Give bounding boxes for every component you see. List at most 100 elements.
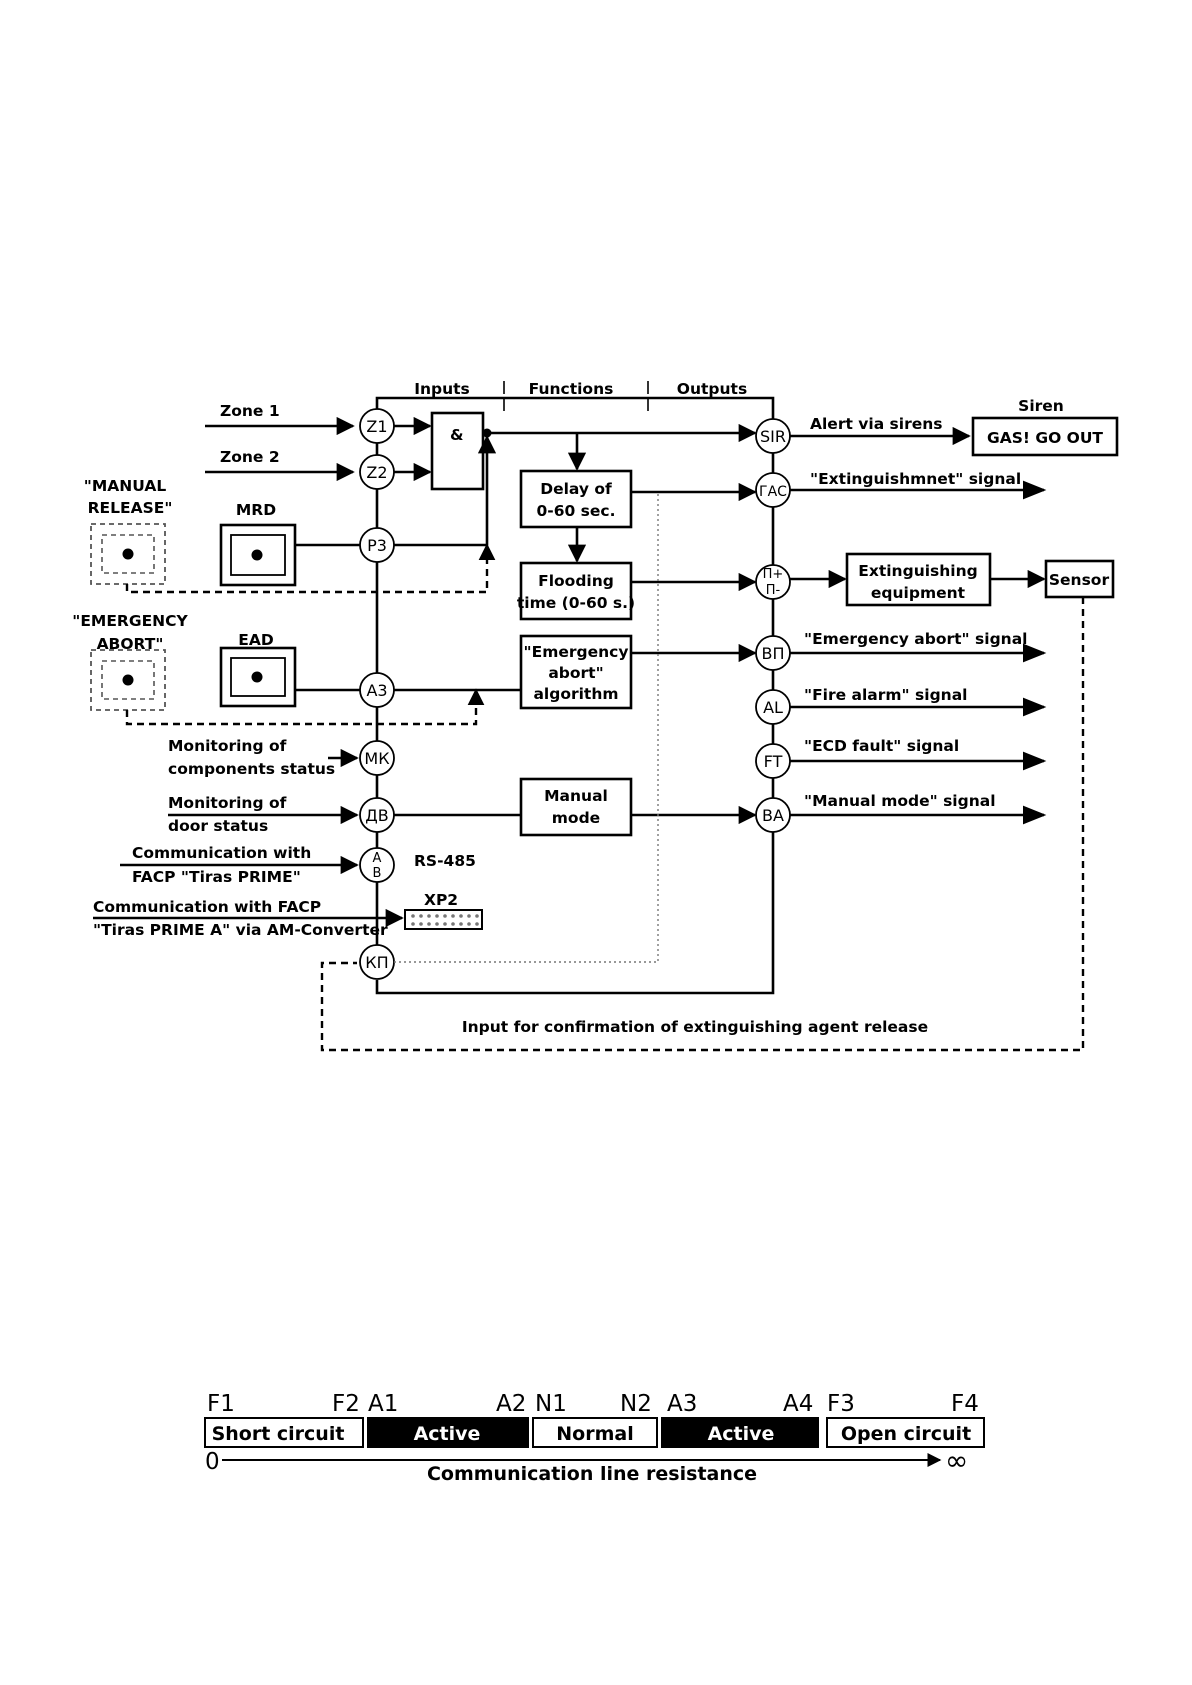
rs485-label: RS-485 [414, 852, 476, 870]
alert-sirens-label: Alert via sirens [810, 415, 943, 433]
mrd-label: MRD [236, 501, 276, 519]
extinguishment-signal-label: "Extinguishmnet" signal [810, 470, 1021, 488]
block-diagram: Inputs Functions Outputs Zone 1 Zone 2 "… [72, 380, 1119, 1052]
flooding-box [519, 561, 633, 621]
node-b-label: В [373, 866, 382, 881]
comm-tiras-prime-label-2: FACP "Tiras PRIME" [132, 868, 301, 886]
header-functions: Functions [529, 380, 614, 398]
axis-label: Communication line resistance [427, 1463, 757, 1485]
emergency-algorithm-box [519, 634, 633, 710]
node-a3-label: А3 [366, 681, 387, 700]
fire-alarm-signal-label: "Fire alarm" signal [804, 686, 967, 704]
manual-mode-label-1: Manual [544, 787, 608, 805]
node-dv-label: ДВ [365, 806, 388, 825]
input-nodes: Z1 Z2 Р3 А3 МК ДВ А В КП [359, 408, 395, 980]
node-vp-label: ВП [761, 644, 784, 663]
zone2-label: Zone 2 [220, 448, 280, 466]
emergency-algorithm-label-1: "Emergency [524, 643, 629, 661]
node-gas-label: ГАС [759, 484, 787, 500]
axis-start: 0 [205, 1449, 220, 1475]
marker-a1: A1 [368, 1391, 398, 1417]
node-ab [359, 847, 395, 883]
segment-short-circuit [204, 1417, 364, 1448]
manual-release-label-1: "MANUAL [84, 477, 167, 495]
segment-active-high-label: Active [708, 1423, 775, 1445]
node-kp-label: КП [365, 953, 388, 972]
delay-label-1: Delay of [540, 480, 612, 498]
marker-f1: F1 [207, 1391, 235, 1417]
segment-open-circuit-label: Open circuit [841, 1423, 971, 1445]
marker-n1: N1 [535, 1391, 567, 1417]
marker-f2: F2 [332, 1391, 360, 1417]
siren-box-label: GAS! GO OUT [987, 429, 1103, 447]
ecd-fault-signal-label: "ECD fault" signal [804, 737, 959, 755]
segment-short-circuit-label: Short circuit [212, 1423, 345, 1445]
flooding-label-1: Flooding [538, 572, 614, 590]
manual-mode-signal-label: "Manual mode" signal [804, 792, 996, 810]
node-p3-label: Р3 [367, 536, 387, 555]
manual-mode-label-2: mode [552, 809, 600, 827]
node-mk-label: МК [364, 749, 390, 768]
resistance-scale: F1 F2 A1 A2 N1 N2 A3 A4 F3 F4 Short circ… [204, 1391, 985, 1485]
segment-normal-label: Normal [556, 1423, 633, 1445]
extinguishing-equipment-label-2: equipment [871, 584, 966, 602]
sensor-label: Sensor [1049, 571, 1110, 589]
emergency-algorithm-label-2: abort" [548, 664, 603, 682]
segment-active-low [367, 1417, 529, 1448]
confirmation-input-label: Input for confirmation of extinguishing … [462, 1018, 928, 1036]
monitoring-door-label-2: door status [168, 817, 268, 835]
node-p3 [359, 527, 395, 563]
header-outputs: Outputs [677, 380, 747, 398]
node-ft-label: FT [764, 752, 783, 771]
comm-tiras-prime-a-label-2: "Tiras PRIME A" via AM-Converter [93, 921, 388, 939]
ead-label: EAD [238, 631, 274, 649]
confirmation-feedback-line [320, 597, 1085, 1052]
extinguishing-equipment-label-1: Extinguishing [858, 562, 978, 580]
siren-title: Siren [1018, 397, 1064, 415]
node-p [755, 564, 791, 600]
node-dv [359, 797, 395, 833]
node-a3 [359, 672, 395, 708]
marker-a3: A3 [667, 1391, 697, 1417]
segment-active-low-label: Active [414, 1423, 481, 1445]
and-gate-label: & [450, 426, 464, 444]
siren-box [971, 416, 1119, 457]
marker-f4: F4 [951, 1391, 979, 1417]
marker-a4: A4 [783, 1391, 813, 1417]
manual-mode-box [519, 777, 633, 837]
marker-f3: F3 [827, 1391, 855, 1417]
comm-tiras-prime-a-label-1: Communication with FACP [93, 898, 321, 916]
marker-a2: A2 [496, 1391, 526, 1417]
zone1-label: Zone 1 [220, 402, 280, 420]
segment-normal [532, 1417, 658, 1448]
emergency-abort-label-2: ABORT" [97, 635, 164, 653]
header-inputs: Inputs [414, 380, 470, 398]
node-a-label: А [373, 851, 382, 866]
emergency-abort-link [125, 688, 485, 726]
xp2-connector [404, 909, 483, 930]
axis-end: ∞ [945, 1444, 968, 1477]
xp2-pins [411, 914, 479, 926]
manual-release-label-2: RELEASE" [88, 499, 173, 517]
xp2-label: XP2 [424, 891, 458, 909]
marker-n2: N2 [620, 1391, 652, 1417]
comm-tiras-prime-label-1: Communication with [132, 844, 311, 862]
node-z1 [359, 408, 395, 444]
node-p-minus-label: П- [766, 583, 781, 598]
node-mk [359, 740, 395, 776]
output-nodes: SIR ГАС П+ П- ВП AL FT ВА [755, 418, 791, 833]
node-z2-label: Z2 [366, 463, 387, 482]
emergency-algorithm-label-3: algorithm [533, 685, 618, 703]
node-al-label: AL [763, 698, 783, 717]
flooding-label-2: time (0-60 s.) [517, 594, 635, 612]
emergency-abort-label-1: "EMERGENCY [72, 612, 188, 630]
sensor-box [1044, 559, 1115, 599]
node-p-plus-label: П+ [763, 567, 784, 582]
emergency-abort-signal-label: "Emergency abort" signal [804, 630, 1027, 648]
segment-open-circuit [826, 1417, 985, 1448]
monitoring-components-label-2: components status [168, 760, 335, 778]
node-z1-label: Z1 [366, 417, 387, 436]
node-va-label: ВА [762, 806, 784, 825]
node-z2 [359, 454, 395, 490]
delay-label-2: 0-60 sec. [537, 502, 616, 520]
